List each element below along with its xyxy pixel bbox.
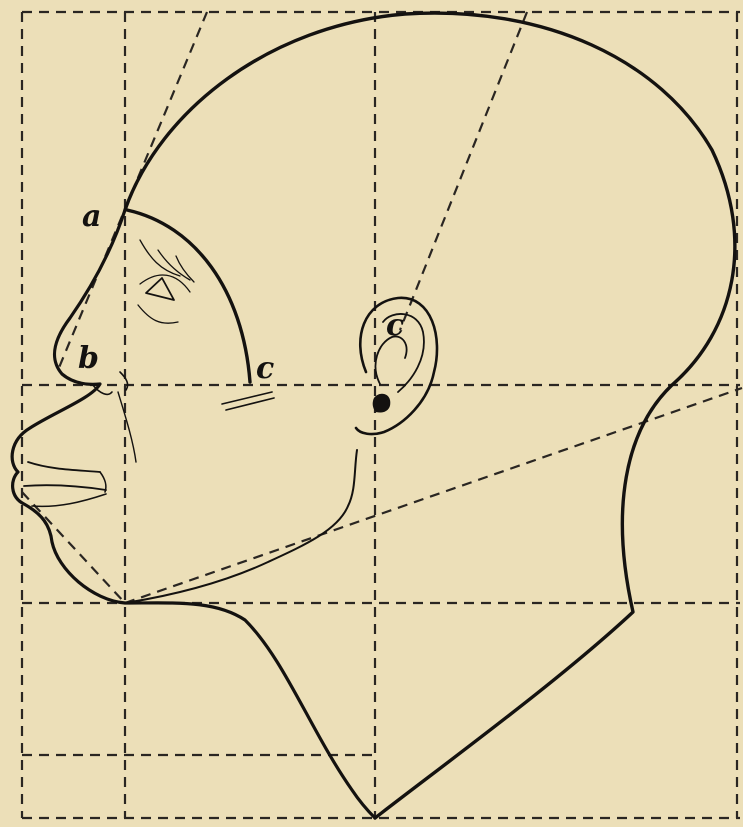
label-a: a [82, 199, 101, 234]
ear-canal [373, 394, 391, 413]
label-c-arc: c [256, 351, 274, 386]
label-b: b [78, 341, 99, 376]
label-c-ear: c [386, 308, 404, 343]
